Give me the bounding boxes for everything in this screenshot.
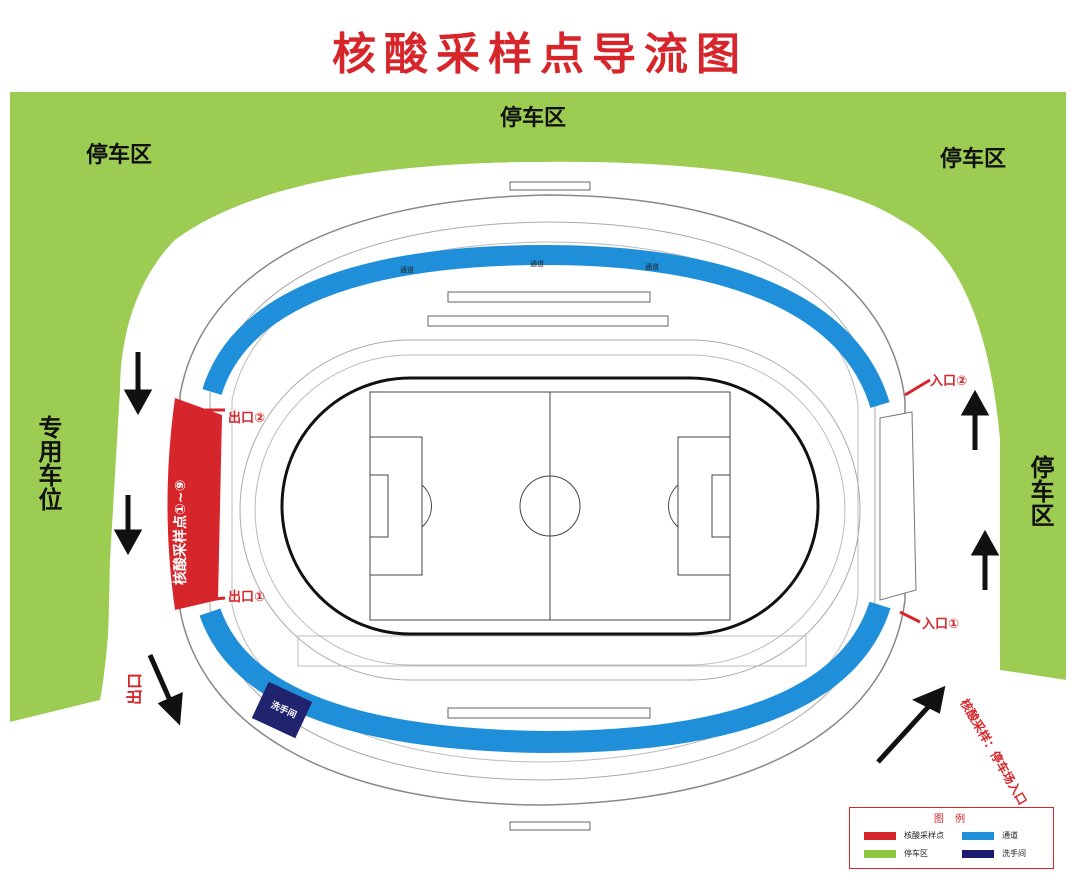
legend-label-sampling: 核酸采样点 [904,831,944,840]
exit-label: 出口 [125,673,144,705]
legend-item-parking: 停车区 [864,848,928,859]
legend-label-restroom: 洗手间 [1002,849,1026,858]
goal-area-left [369,474,389,538]
exit-1-label: 出口① [228,589,265,605]
center-circle [519,475,581,537]
sampling-area [167,398,222,610]
legend-swatch-restroom [962,849,994,858]
channel-arrows: 通道 通道 通道 [400,259,659,274]
east-stand [879,411,917,601]
channel-arrow-2: 通道 [530,259,544,268]
exit-2-label: 出口② [228,410,265,426]
track-straight-bottom [297,635,807,667]
entrance-2-arrow [904,378,931,397]
stand-bar-2 [427,315,669,327]
flow-arrowhead-left-2 [113,529,143,556]
channel-arrow-1: 通道 [400,265,414,274]
channel-bottom [199,601,891,754]
flow-arrowhead-right-1 [960,389,990,416]
running-track-mid [254,354,846,666]
penalty-arc-right [668,484,679,528]
stand-bar-3 [447,707,651,719]
entrance-1-label: 入口① [922,617,959,632]
parking-right-label: 停车区 [1026,454,1054,527]
parking-top-label: 停车区 [500,105,566,131]
stands-inner [209,221,876,781]
legend: 图 例 核酸采样点 通道 停车区 洗手间 [849,807,1054,869]
entrance-1-arrow [899,610,921,624]
special-parking-label: 专用车位 [34,414,62,512]
flow-arrowhead-left-1 [123,389,153,416]
parking-area [10,92,1066,722]
legend-swatch-parking [864,849,896,858]
legend-item-restroom: 洗手间 [962,848,1026,859]
goal-area-right [711,474,731,538]
flow-arrowhead-exit [157,692,183,726]
parking-topleft-label: 停车区 [86,142,152,168]
legend-label-parking: 停车区 [904,849,928,858]
restroom-block [251,681,313,739]
sampling-label: 核酸采样点①~⑨ [172,480,189,585]
channel-top [202,244,890,409]
exit-1-arrow [204,596,226,602]
entrance-2-label: 入口② [930,374,967,389]
penalty-arc-left [421,484,432,528]
running-track-outer [239,339,861,681]
flow-arrow-exit [147,653,175,707]
top-gate [509,181,591,191]
channel-arrow-3: 通道 [645,262,659,271]
flow-arrowhead-right-2 [970,529,1000,556]
legend-item-sampling: 核酸采样点 [864,830,944,841]
legend-swatch-sampling [864,831,896,840]
legend-label-channel: 通道 [1002,831,1018,840]
legend-title: 图 例 [933,814,970,825]
bottom-gate [509,821,591,831]
stand-bar-1 [447,291,651,303]
flow-arrowhead-entrance [911,685,946,714]
legend-item-channel: 通道 [962,830,1018,841]
legend-swatch-channel [962,831,994,840]
parking-topright-label: 停车区 [940,146,1006,172]
page-title: 核酸采样点导流图 [332,29,748,80]
flow-arrow-entrance [876,703,932,764]
